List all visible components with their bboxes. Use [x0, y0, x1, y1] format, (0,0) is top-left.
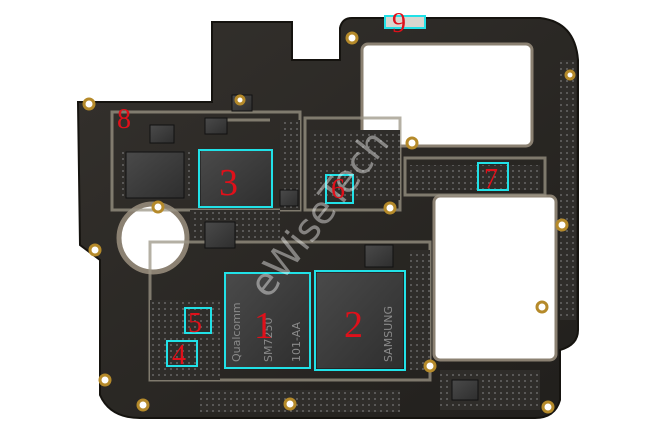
camera-cutout	[116, 201, 190, 275]
highlight-box-6	[325, 174, 354, 204]
highlight-boxes	[166, 15, 509, 371]
callout-2: 2	[344, 304, 363, 346]
highlight-box-7	[477, 162, 509, 191]
callout-8: 8	[117, 104, 131, 135]
callout-9: 9	[392, 8, 406, 39]
board-cutout-top	[360, 42, 534, 148]
highlight-box-1	[224, 272, 311, 369]
screw-holes	[82, 31, 576, 414]
soc-marking-line3: 101-AA	[290, 321, 303, 362]
soc-chip	[224, 272, 311, 369]
highlight-box-9	[384, 15, 426, 29]
callout-7: 7	[484, 164, 498, 195]
soc-marking-part: SM7250	[262, 318, 275, 362]
memory-chip	[315, 271, 405, 370]
callout-1: 1	[254, 305, 273, 347]
highlight-box-2	[314, 270, 406, 371]
highlight-box-4	[166, 340, 198, 367]
callout-5: 5	[188, 308, 202, 339]
small-chips	[125, 94, 479, 401]
highlight-box-5	[184, 307, 212, 334]
board-cutout-right	[432, 194, 558, 362]
callout-6: 6	[331, 174, 345, 205]
soc-marking-brand: Qualcomm	[230, 302, 243, 362]
memory-marking: SAMSUNG	[382, 306, 395, 362]
highlight-box-3	[198, 149, 273, 208]
callout-4: 4	[172, 340, 186, 371]
callout-3: 3	[219, 162, 238, 204]
chip-3	[199, 149, 273, 209]
